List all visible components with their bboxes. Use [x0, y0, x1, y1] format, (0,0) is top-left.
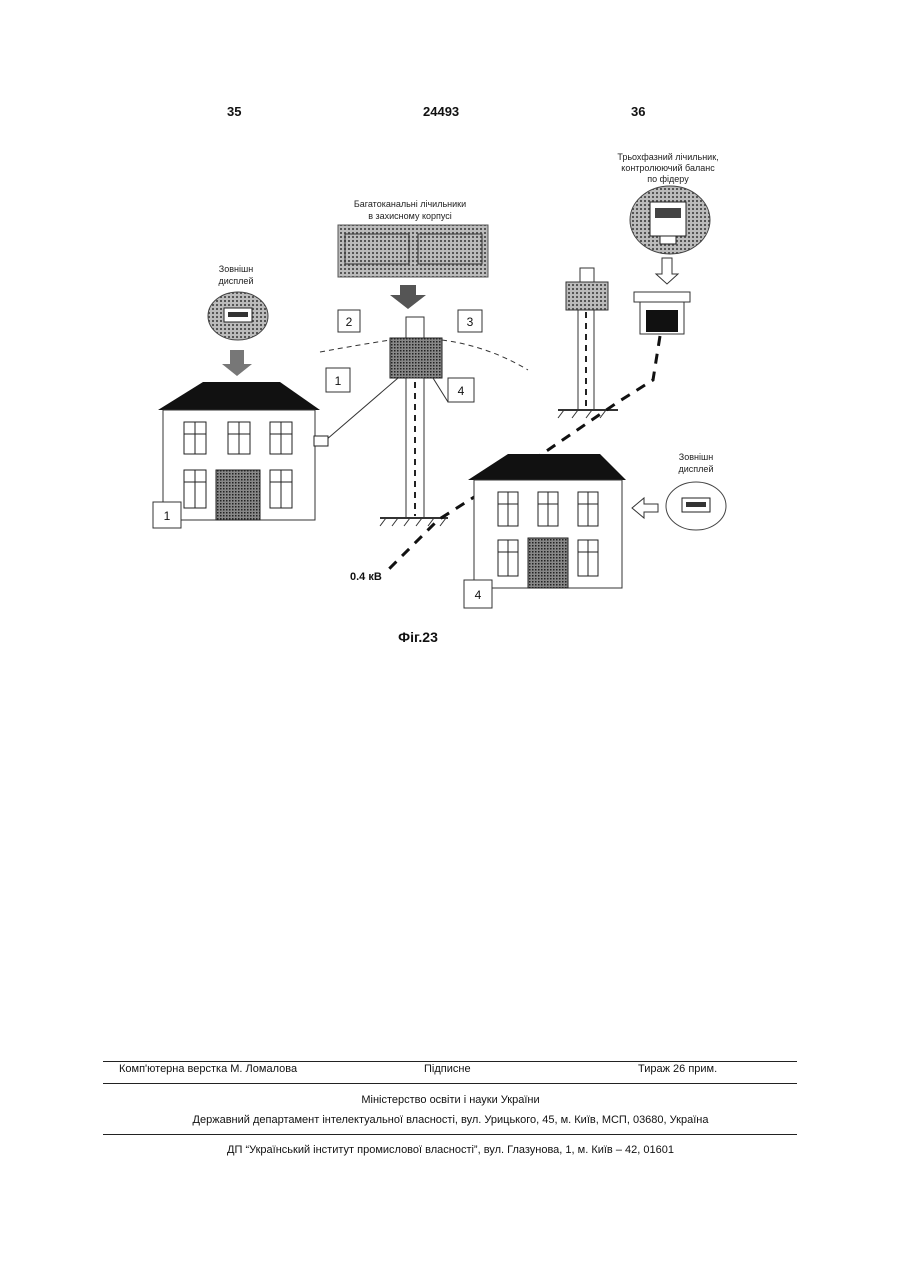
patent-number: 24493: [423, 104, 459, 119]
label-three-phase-line3: по фідеру: [647, 174, 689, 184]
box-1-lower: 1: [164, 509, 171, 523]
footer-signed: Підписне: [424, 1063, 471, 1075]
arrow-down-icon: [656, 258, 678, 284]
label-three-phase-line2: контролюючий баланс: [621, 163, 715, 173]
right-house: 4: [464, 454, 626, 608]
label-left-display-line1: Зовнішн: [219, 264, 253, 274]
left-house: 1: [153, 382, 328, 528]
label-right-display-line1: Зовнішн: [679, 452, 713, 462]
page-number-right: 36: [631, 104, 645, 119]
footer-ministry: Міністерство освіти і науки України: [0, 1094, 901, 1106]
multichannel-meters-panel: Багатоканальні лічильники в захисному ко…: [338, 199, 488, 309]
label-left-display-line2: дисплей: [219, 276, 254, 286]
left-external-display: Зовнішн дисплей: [208, 264, 268, 376]
voltage-label: 0.4 кВ: [350, 571, 382, 583]
arrow-left-icon: [632, 498, 658, 518]
right-external-display: Зовнішн дисплей: [632, 452, 726, 530]
footer-rule-middle: [103, 1083, 797, 1084]
box-4-lower: 4: [475, 588, 482, 602]
label-right-display-line2: дисплей: [679, 464, 714, 474]
footer-rule-bottom: [103, 1134, 797, 1135]
label-multichannel-line2: в захисному корпусі: [368, 211, 452, 221]
footer-rule-top: [103, 1061, 797, 1062]
figure-drawing: Багатоканальні лічильники в захисному ко…: [148, 140, 748, 660]
arrow-down-icon: [222, 350, 252, 376]
three-phase-meter: Трьохфазний лічильник, контролюючий бала…: [617, 152, 718, 334]
box-3: 3: [467, 315, 474, 329]
label-multichannel-line1: Багатоканальні лічильники: [354, 199, 466, 209]
label-three-phase-line1: Трьохфазний лічильник,: [617, 152, 718, 162]
footer-layout-credit: Комп'ютерна верстка М. Ломалова: [119, 1063, 297, 1075]
box-1-upper: 1: [335, 374, 342, 388]
arrow-down-icon: [390, 285, 426, 309]
right-pole: [558, 268, 618, 418]
figure-23: Багатоканальні лічильники в захисному ко…: [148, 140, 748, 660]
footer-circulation: Тираж 26 прим.: [638, 1063, 717, 1075]
box-2: 2: [346, 315, 353, 329]
page-number-left: 35: [227, 104, 241, 119]
footer-department: Державний департамент інтелектуальної вл…: [0, 1114, 901, 1126]
figure-caption: Фіг.23: [398, 629, 438, 645]
footer-institute: ДП “Український інститут промислової вла…: [0, 1144, 901, 1156]
box-4-upper: 4: [458, 384, 465, 398]
